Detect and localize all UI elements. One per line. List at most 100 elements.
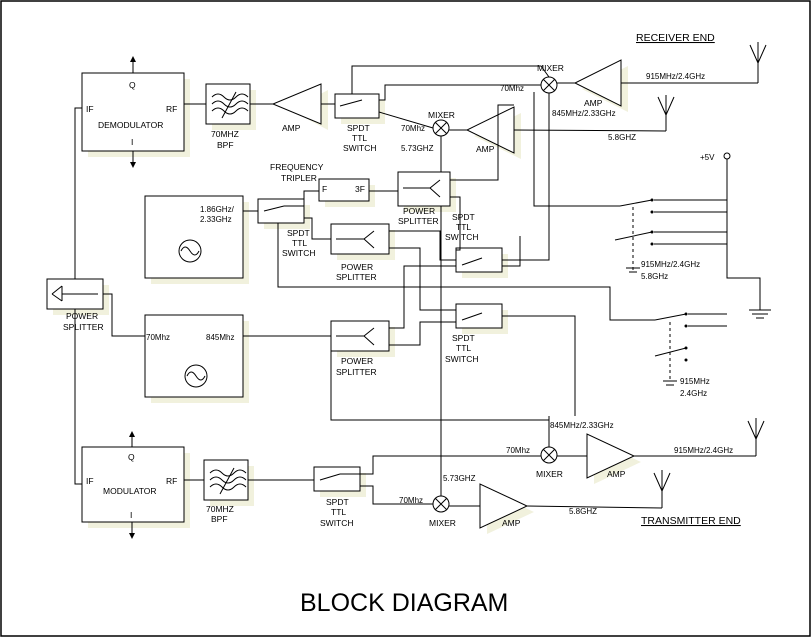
mid2-switch-label-1: SPDT (452, 333, 475, 343)
modulator-rf-label: RF (166, 476, 177, 486)
lower-osc-right-freq: 845Mhz (206, 333, 234, 342)
mid-splitter-label-1: POWER (341, 262, 373, 272)
demodulator-if-label: IF (86, 104, 94, 114)
tx-amp-915-label: AMP (607, 469, 626, 479)
rx-amp-58-label: AMP (476, 144, 495, 154)
tx-915-out-label: 915MHz/2.4GHz (674, 446, 733, 455)
demodulator-rf-label: RF (166, 104, 177, 114)
tripler-in-port: F (322, 184, 327, 194)
tx-573-label: 5.73GHZ (443, 474, 476, 483)
left-splitter-label-1: POWER (66, 311, 98, 321)
band-lower-2-label: 2.4GHz (680, 389, 707, 398)
rx-915-in-label: 915MHz/2.4GHz (646, 72, 705, 81)
rx-bandpass-filter: 70MHZ BPF (205, 83, 256, 150)
tx-switch-label-2: TTL (331, 507, 346, 517)
supply-voltage-label: +5V (700, 153, 715, 162)
tx-bandpass-filter: 70MHZ BPF (203, 459, 254, 524)
demodulator-block: DEMODULATOR Q I IF RF (81, 72, 190, 157)
tx-bpf-label-2: BPF (211, 514, 228, 524)
mid-splitter-label-2: SPLITTER (336, 272, 377, 282)
tx-antenna-2-icon (653, 470, 671, 508)
upper-osc-freq-1: 1.86GHz/ (200, 205, 235, 214)
band-upper-2-label: 5.8GHz (641, 272, 668, 281)
low-splitter-label-2: SPLITTER (336, 367, 377, 377)
rx-mixer-58-label: MIXER (428, 110, 455, 120)
rx-antenna-2-icon (657, 95, 675, 131)
tx-switch-label-3: SWITCH (320, 518, 354, 528)
demodulator-i-label: I (131, 137, 133, 147)
transmitter-end-heading: TRANSMITTER END (641, 515, 741, 527)
rx-antenna-1-icon (749, 42, 767, 75)
rx-58-label: 5.8GHZ (608, 133, 636, 142)
lower-oscillator-sine-icon (184, 364, 208, 388)
rx-if-amplifier: AMP (271, 83, 328, 133)
mid2-switch-label-2: TTL (456, 343, 471, 353)
tx-antenna-1-icon (747, 418, 765, 456)
rx-spdt-switch: SPDT TTL SWITCH (334, 93, 385, 153)
tripler-title-1: FREQUENCY (270, 162, 324, 172)
rx-if-amp-label: AMP (282, 123, 301, 133)
osc-switch-label-1: SPDT (287, 228, 310, 238)
osc-switch-label-3: SWITCH (282, 248, 316, 258)
tx-amp-58: AMP (479, 483, 534, 534)
upper-osc-freq-2: 2.33GHz (200, 215, 232, 224)
mid2-switch-label-3: SWITCH (445, 354, 479, 364)
rx-switch-label-2: TTL (352, 133, 367, 143)
modulator-q-label: Q (128, 452, 135, 462)
top-splitter-label-1: POWER (403, 206, 435, 216)
band-upper-1-label: 915MHz/2.4GHz (641, 260, 700, 269)
upper-oscillator-sine-icon (178, 239, 202, 263)
tx-mixer-58-label: MIXER (429, 518, 456, 528)
tx-845-label: 845MHz/2.33GHz (550, 421, 614, 430)
receiver-end-heading: RECEIVER END (636, 32, 715, 44)
top-splitter-label-2: SPLITTER (398, 216, 439, 226)
tx-58-label: 5.8GHZ (569, 507, 597, 516)
rx-mixer-915-label: MIXER (537, 63, 564, 73)
tx-bpf-label-1: 70MHZ (206, 504, 234, 514)
power-switch-bank: +5V 915MHz/2.4GHz 5.8GHz 915MHz 2.4GHz (614, 152, 771, 398)
osc-switch-label-2: TTL (292, 238, 307, 248)
mid1-spdt-switch: SPDT TTL SWITCH (445, 212, 508, 278)
modulator-i-label: I (130, 510, 132, 520)
rx-573-label: 5.73GHZ (401, 144, 434, 153)
rx-70-top-label: 70Mhz (500, 84, 524, 93)
demodulator-q-label: Q (129, 80, 136, 90)
frequency-tripler: FREQUENCY TRIPLER F 3F (270, 162, 375, 207)
tx-mixer-915-label: MIXER (536, 469, 563, 479)
modulator-label: MODULATOR (103, 486, 157, 496)
modulator-block: MODULATOR Q I IF RF (81, 446, 190, 528)
low-power-splitter: POWER SPLITTER (330, 320, 395, 377)
tx-wiring (184, 336, 756, 509)
rx-mixer-915: MIXER (537, 63, 564, 94)
tx-70-low-label: 70Mhz (399, 496, 423, 505)
lower-osc-left-freq: 70Mhz (146, 333, 170, 342)
rx-70-mid-label: 70Mhz (401, 124, 425, 133)
rx-amp-915: AMP (573, 59, 628, 112)
upper-oscillator: 1.86GHz/ 2.33GHz (144, 195, 249, 284)
left-power-splitter: POWER SPLITTER (46, 278, 109, 332)
tripler-title-2: TRIPLER (281, 173, 317, 183)
demodulator-label: DEMODULATOR (98, 120, 163, 130)
tx-70-top-label: 70Mhz (506, 446, 530, 455)
rx-845-label: 845MHz/2.33GHz (552, 109, 616, 118)
tx-amp-58-label: AMP (502, 518, 521, 528)
rx-bpf-label-1: 70MHZ (211, 129, 239, 139)
band-lower-1-label: 915MHz (680, 377, 710, 386)
top-power-splitter: POWER SPLITTER (397, 171, 456, 226)
rx-switch-label-1: SPDT (347, 123, 370, 133)
osc-spdt-switch: SPDT TTL SWITCH (257, 198, 316, 258)
mid1-switch-label-3: SWITCH (445, 232, 479, 242)
rx-bpf-label-2: BPF (217, 140, 234, 150)
mid-wiring (74, 92, 655, 496)
mid1-switch-label-1: SPDT (452, 212, 475, 222)
tx-amp-915: AMP (586, 433, 641, 484)
rx-mixer-58: MIXER (428, 110, 455, 137)
rx-amp-915-label: AMP (584, 98, 603, 108)
page-title: BLOCK DIAGRAM (300, 589, 508, 617)
tx-mixer-915: MIXER (536, 446, 563, 479)
tripler-out-port: 3F (355, 184, 365, 194)
low-splitter-label-1: POWER (341, 356, 373, 366)
